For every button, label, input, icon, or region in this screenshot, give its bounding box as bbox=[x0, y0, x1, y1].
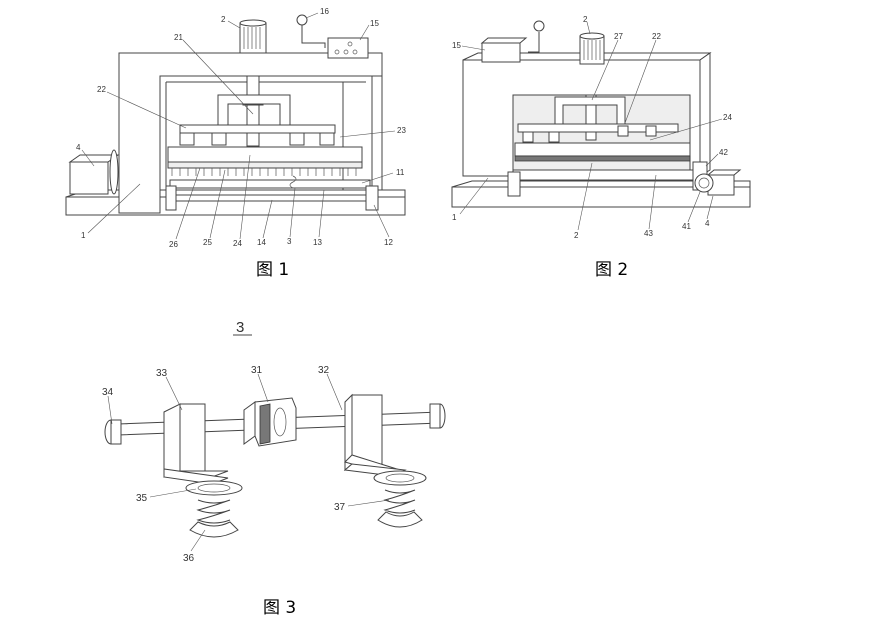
fig3-label-31: 31 bbox=[251, 365, 263, 376]
fig3-label-37: 37 bbox=[334, 502, 346, 513]
fig1-label-22: 22 bbox=[97, 85, 106, 94]
fig3-label-35: 35 bbox=[136, 493, 148, 504]
figure-1: 2 16 15 21 22 4 23 11 1 26 25 24 14 3 13… bbox=[65, 7, 406, 280]
fig1-label-2: 2 bbox=[221, 15, 226, 24]
fig2-label-27: 27 bbox=[614, 32, 623, 41]
figure-2: 2 15 27 22 24 42 1 2 43 41 4 图 2 bbox=[451, 15, 751, 280]
fig2-label-15: 15 bbox=[452, 41, 461, 50]
fig2-label-43: 43 bbox=[644, 229, 653, 238]
fig1-caption: 图 1 bbox=[256, 260, 289, 280]
fig1-label-13: 13 bbox=[313, 238, 322, 247]
fig3-label-36: 36 bbox=[183, 553, 195, 564]
fig1-label-1: 1 bbox=[81, 231, 86, 240]
fig2-label-24: 24 bbox=[723, 113, 732, 122]
fig2-label-2: 2 bbox=[583, 15, 588, 24]
fig2-label-41: 41 bbox=[682, 222, 691, 231]
fig2-label-1: 1 bbox=[452, 213, 457, 222]
fig1-label-15: 15 bbox=[370, 19, 379, 28]
fig1-label-3: 3 bbox=[287, 237, 292, 246]
fig1-label-23: 23 bbox=[397, 126, 406, 135]
fig1-label-11: 11 bbox=[396, 168, 405, 177]
fig1-label-26: 26 bbox=[169, 240, 178, 249]
fig3-label-32: 32 bbox=[318, 365, 330, 376]
fig1-label-21: 21 bbox=[174, 33, 183, 42]
fig3-title: 3 bbox=[236, 319, 244, 336]
fig3-label-34: 34 bbox=[102, 387, 114, 398]
fig2-caption: 图 2 bbox=[595, 260, 628, 280]
fig2-label-42: 42 bbox=[719, 148, 728, 157]
fig1-label-16: 16 bbox=[320, 7, 329, 16]
fig1-label-24: 24 bbox=[233, 239, 242, 248]
fig1-label-12: 12 bbox=[384, 238, 393, 247]
fig3-label-33: 33 bbox=[156, 368, 168, 379]
fig1-label-4: 4 bbox=[76, 143, 81, 152]
fig2-label-2b: 2 bbox=[574, 231, 579, 240]
fig1-label-14: 14 bbox=[257, 238, 266, 247]
fig3-caption: 图 3 bbox=[263, 598, 296, 618]
fig1-label-25: 25 bbox=[203, 238, 212, 247]
figure-3: 3 bbox=[102, 319, 446, 618]
fig2-label-4: 4 bbox=[705, 219, 710, 228]
fig2-label-22: 22 bbox=[652, 32, 661, 41]
